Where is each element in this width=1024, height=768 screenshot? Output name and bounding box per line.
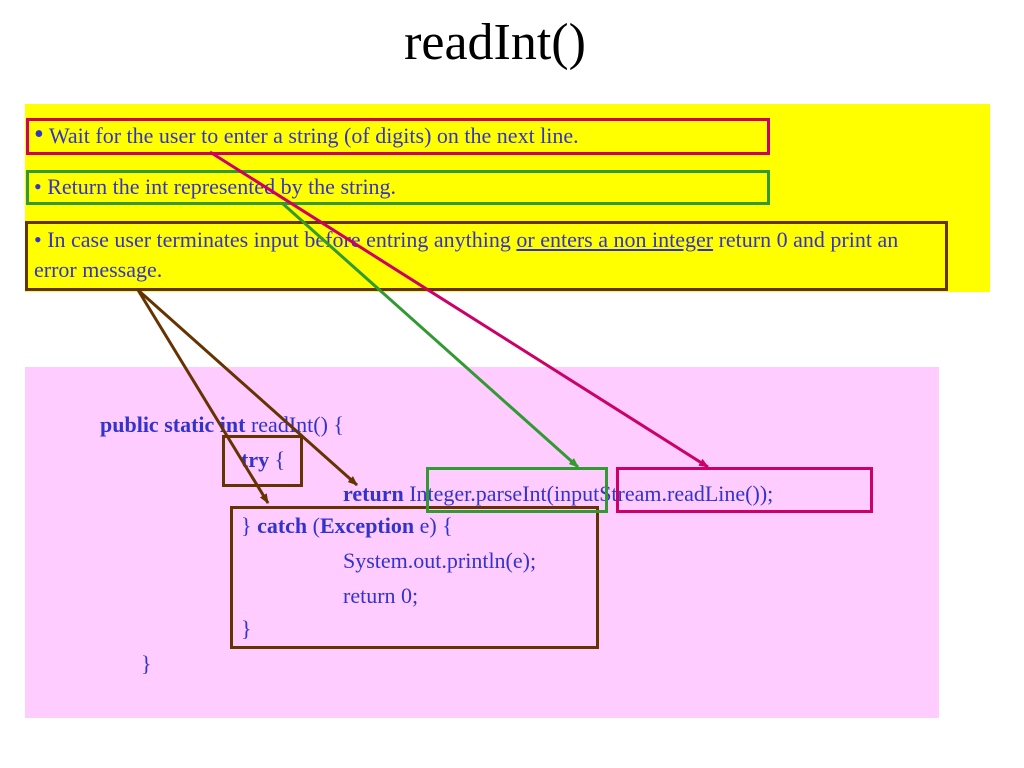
bullet-text: Wait for the user to enter a string (of … [43, 123, 579, 148]
bullet-dot: • [34, 119, 44, 150]
code-keyword: return [343, 481, 404, 506]
code-text: Integer.parseInt(inputStream.readLine())… [403, 481, 774, 506]
highlight-box-wait [26, 118, 770, 155]
code-line-return-zero: return 0; [343, 583, 419, 608]
bullet-text-rest: return 0 and print an error message. [34, 227, 899, 282]
code-keyword: Exception [319, 513, 415, 538]
code-text: readInt() { [245, 412, 344, 437]
highlight-box-catch [230, 506, 599, 649]
highlight-box-parseint [426, 467, 608, 513]
code-line-close-method: } [141, 651, 152, 676]
slide-title: readInt() [404, 14, 586, 71]
highlight-box-readline [616, 467, 873, 513]
code-keyword: public static int [100, 412, 246, 437]
code-keyword: catch [257, 513, 308, 538]
code-line-return: return Integer.parseInt(inputStream.read… [343, 479, 773, 509]
highlight-box-return [26, 170, 770, 205]
code-line-println: System.out.println(e); [343, 548, 537, 573]
code-line-close-catch: } [241, 616, 252, 641]
bullet-wait-input: • Wait for the user to enter a string (o… [34, 120, 579, 151]
highlight-box-try [222, 435, 303, 487]
code-text: e) { [414, 513, 453, 538]
code-line-catch: } catch (Exception e) { [241, 511, 453, 541]
code-text: ( [307, 513, 320, 538]
highlight-box-error [25, 221, 948, 291]
code-text: } [241, 513, 258, 538]
